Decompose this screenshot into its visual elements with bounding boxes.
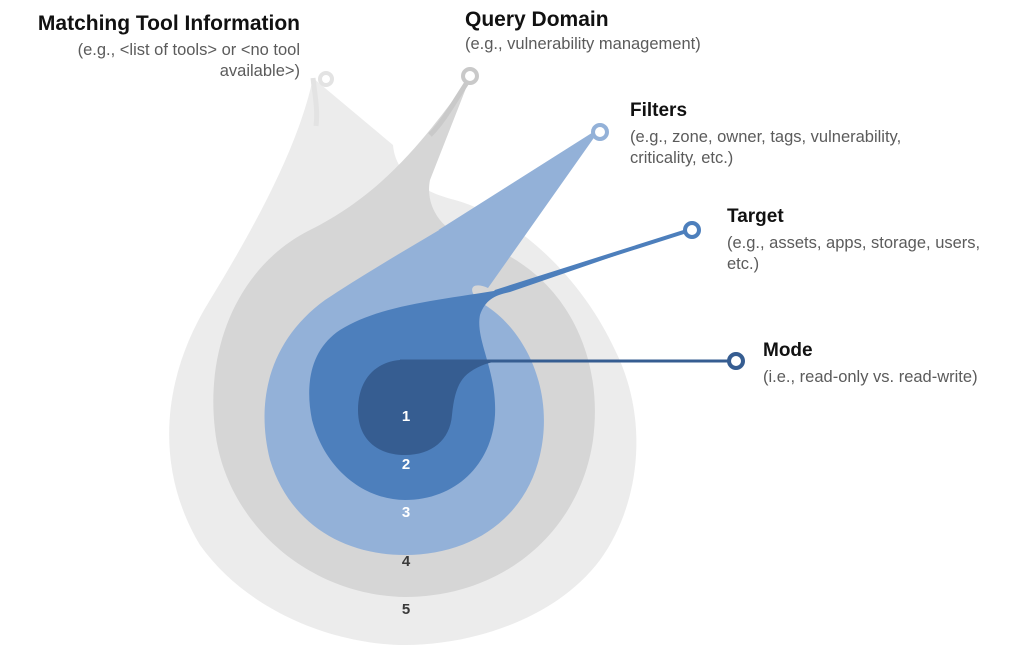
filters-label: Filters (e.g., zone, owner, tags, vulner…	[630, 99, 950, 169]
layer-number-5: 5	[402, 601, 410, 618]
layer-number-1: 1	[402, 408, 410, 425]
query-domain-label: Query Domain (e.g., vulnerability manage…	[465, 8, 765, 55]
filters-title: Filters	[630, 100, 688, 121]
query-domain-description: (e.g., vulnerability management)	[465, 35, 701, 53]
target-title: Target	[727, 206, 784, 227]
query-domain-title: Query Domain	[465, 8, 609, 31]
matching-tool-title: Matching Tool Information	[37, 12, 300, 35]
layer-number-2: 2	[402, 456, 410, 473]
matching-tool-description: (e.g., <list of tools> or <no tool avail…	[77, 41, 300, 80]
mode-title: Mode	[763, 340, 813, 361]
target-description: (e.g., assets, apps, storage, users, etc…	[727, 234, 981, 273]
mode-description: (i.e., read-only vs. read-write)	[763, 368, 978, 386]
layer-1-mode	[358, 352, 745, 455]
filters-description: (e.g., zone, owner, tags, vulnerability,…	[630, 128, 902, 167]
target-label: Target (e.g., assets, apps, storage, use…	[727, 205, 987, 275]
mode-label: Mode (i.e., read-only vs. read-write)	[763, 339, 1018, 388]
layer-number-3: 3	[402, 504, 410, 521]
layer-number-4: 4	[402, 553, 411, 570]
matching-tool-label: Matching Tool Information (e.g., <list o…	[10, 12, 300, 82]
